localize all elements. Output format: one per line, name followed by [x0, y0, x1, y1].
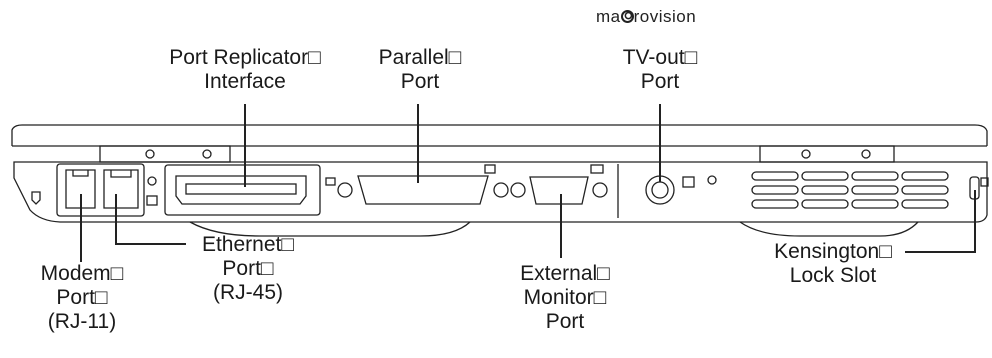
vga-connector [529, 176, 589, 205]
right-foot [739, 221, 919, 237]
ground-icon [707, 175, 717, 185]
port-replicator-bay [164, 164, 321, 216]
screw-icon [801, 149, 811, 159]
printer-icon [484, 164, 496, 174]
network-icon [146, 195, 158, 206]
ethernet-jack [103, 169, 139, 209]
callout-ethernet [115, 194, 186, 245]
phone-icon [31, 191, 41, 205]
label-tv-out: TV-out□ Port [622, 46, 698, 93]
vga-screw [510, 182, 526, 198]
label-port-replicator: Port Replicator□ Interface [169, 46, 321, 93]
parallel-screw [493, 182, 509, 198]
tv-out-inner [651, 181, 669, 199]
vent-grille [751, 171, 949, 209]
screw-icon [145, 149, 155, 159]
ground-icon [147, 176, 157, 186]
parallel-connector [357, 175, 489, 205]
port-replicator-pins [185, 183, 297, 195]
label-modem: Modem□ Port□ (RJ-11) [40, 262, 124, 333]
replicator-icon [325, 177, 336, 186]
parallel-screw [337, 182, 353, 198]
label-kensington: Kensington□ Lock Slot [774, 240, 892, 287]
lid-outline [11, 124, 988, 146]
base-body [13, 161, 988, 223]
vga-screw [592, 182, 608, 198]
tv-icon [682, 176, 695, 188]
callout-kensington [905, 190, 976, 253]
lock-icon [980, 177, 989, 187]
label-external-monitor: External□ Monitor□ Port [520, 262, 610, 333]
left-foot [189, 221, 471, 237]
macrovision-swirl-icon [620, 10, 634, 23]
screw-icon [861, 149, 871, 159]
screw-icon [202, 149, 212, 159]
port-replicator-connector [175, 175, 307, 205]
label-ethernet: Ethernet□ Port□ (RJ-45) [201, 233, 295, 304]
monitor-icon [590, 164, 604, 174]
right-hinge [759, 145, 895, 163]
label-parallel-port: Parallel□ Port [378, 46, 462, 93]
modem-jack [65, 169, 96, 209]
jack-recess [56, 163, 145, 217]
